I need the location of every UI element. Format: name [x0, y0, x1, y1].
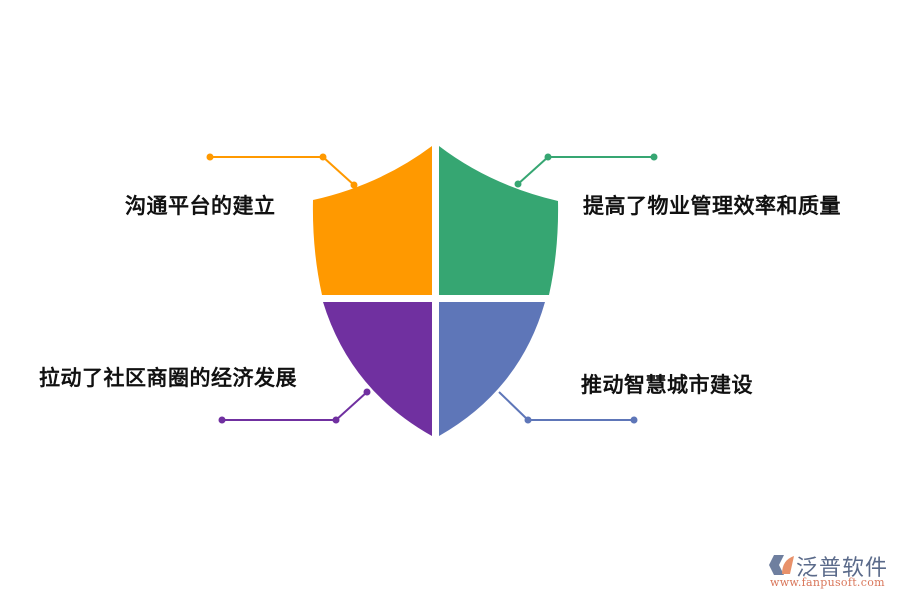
watermark-logo: 泛普软件 www.fanpusoft.com [768, 550, 898, 592]
label-bottom-left: 拉动了社区商圈的经济发展 [39, 366, 297, 390]
connector-bottom-left [218, 388, 371, 424]
watermark-name: 泛普软件 [796, 556, 889, 581]
shield-quadrant-bottom-right [439, 302, 545, 436]
label-top-left: 沟通平台的建立 [125, 194, 276, 218]
shield-quadrant-bottom-left [323, 302, 432, 436]
connector-top-right [514, 153, 658, 188]
connector-bottom-right [498, 391, 638, 424]
shield-quadrant-top-left [312, 146, 432, 295]
fanpu-logo-icon [769, 555, 794, 575]
label-top-right: 提高了物业管理效率和质量 [583, 194, 841, 218]
shield-quadrant-top-right [439, 146, 559, 295]
label-bottom-right: 推动智慧城市建设 [581, 373, 753, 397]
connector-top-left [206, 153, 358, 189]
watermark-url: www.fanpusoft.com [770, 576, 885, 589]
